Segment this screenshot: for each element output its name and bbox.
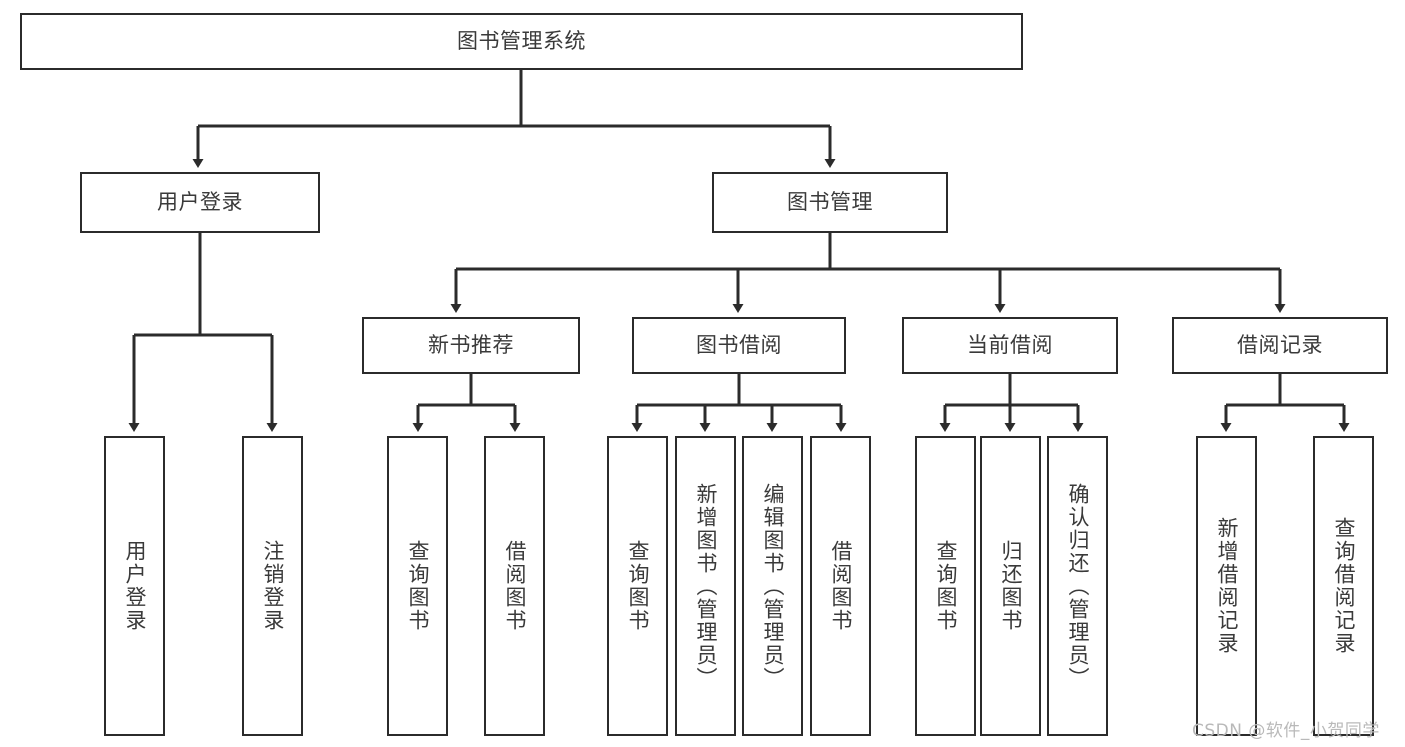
leaf-borrow-book[interactable]: 借阅图书: [810, 436, 871, 736]
leaf-edit-book-admin-label: 编辑图书（管理员）: [761, 482, 785, 690]
leaf-add-borrow-record-label: 新增借阅记录: [1215, 517, 1239, 655]
node-new-book-recommend[interactable]: 新书推荐: [362, 317, 580, 374]
node-borrow-record-label: 借阅记录: [1237, 333, 1323, 358]
csdn-watermark: CSDN @软件_小贺同学: [1192, 721, 1380, 741]
leaf-add-borrow-record[interactable]: 新增借阅记录: [1196, 436, 1257, 736]
leaf-query-book-borrow-label: 查询图书: [626, 540, 650, 632]
leaf-query-book-current-label: 查询图书: [934, 540, 958, 632]
leaf-add-book-admin[interactable]: 新增图书（管理员）: [675, 436, 736, 736]
node-root-label: 图书管理系统: [457, 29, 586, 54]
node-borrow-record[interactable]: 借阅记录: [1172, 317, 1388, 374]
leaf-return-book-label: 归还图书: [999, 540, 1023, 632]
node-user-login-label: 用户登录: [157, 190, 243, 215]
leaf-confirm-return-admin-label: 确认归还（管理员）: [1066, 482, 1090, 690]
leaf-user-login[interactable]: 用户登录: [104, 436, 165, 736]
leaf-query-book-newbook[interactable]: 查询图书: [387, 436, 448, 736]
leaf-borrow-book-newbook-label: 借阅图书: [503, 540, 527, 632]
leaf-borrow-book-label: 借阅图书: [829, 540, 853, 632]
leaf-query-borrow-record[interactable]: 查询借阅记录: [1313, 436, 1374, 736]
node-book-management[interactable]: 图书管理: [712, 172, 948, 233]
leaf-logout[interactable]: 注销登录: [242, 436, 303, 736]
leaf-edit-book-admin[interactable]: 编辑图书（管理员）: [742, 436, 803, 736]
leaf-return-book[interactable]: 归还图书: [980, 436, 1041, 736]
leaf-logout-label: 注销登录: [261, 540, 285, 632]
leaf-query-book-newbook-label: 查询图书: [406, 540, 430, 632]
node-current-borrow-label: 当前借阅: [967, 333, 1053, 358]
leaf-add-book-admin-label: 新增图书（管理员）: [694, 482, 718, 690]
leaf-query-book-borrow[interactable]: 查询图书: [607, 436, 668, 736]
node-root[interactable]: 图书管理系统: [20, 13, 1023, 70]
leaf-query-book-current[interactable]: 查询图书: [915, 436, 976, 736]
node-book-borrow-label: 图书借阅: [696, 333, 782, 358]
node-current-borrow[interactable]: 当前借阅: [902, 317, 1118, 374]
leaf-user-login-label: 用户登录: [123, 540, 147, 632]
node-book-management-label: 图书管理: [787, 190, 873, 215]
leaf-confirm-return-admin[interactable]: 确认归还（管理员）: [1047, 436, 1108, 736]
node-new-book-recommend-label: 新书推荐: [428, 333, 514, 358]
node-user-login[interactable]: 用户登录: [80, 172, 320, 233]
node-book-borrow[interactable]: 图书借阅: [632, 317, 846, 374]
leaf-borrow-book-newbook[interactable]: 借阅图书: [484, 436, 545, 736]
leaf-query-borrow-record-label: 查询借阅记录: [1332, 517, 1356, 655]
